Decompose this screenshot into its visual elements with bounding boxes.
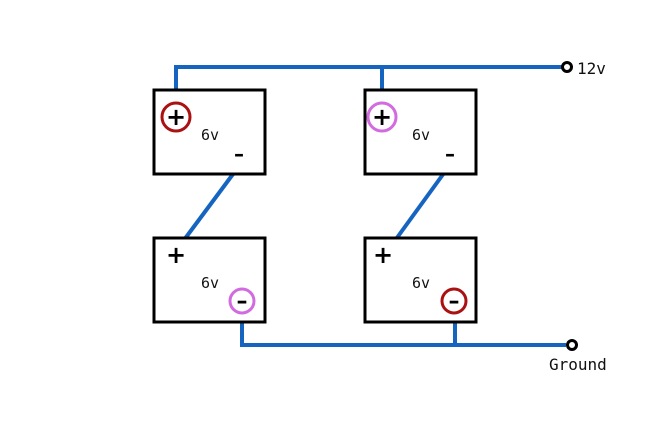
battery-bottom-right: + 6v [363, 236, 478, 324]
terminal-rings: + + – – [160, 101, 468, 315]
negative-terminal-ring [440, 287, 468, 315]
positive-output-terminal-dot [561, 61, 573, 73]
negative-terminal-sign: – [449, 289, 460, 314]
battery-voltage-label: 6v [412, 126, 430, 144]
positive-terminal-ring [366, 101, 398, 133]
series-link-right-wire [389, 160, 454, 248]
battery-voltage-label: 6v [201, 126, 219, 144]
battery-minus-sign: – [234, 142, 244, 166]
battery-plus-sign: + [166, 241, 186, 269]
positive-terminal-ring [160, 101, 192, 133]
battery-minus-sign: – [445, 142, 455, 166]
ground-terminal-dot [566, 339, 578, 351]
battery-voltage-label: 6v [412, 274, 430, 292]
positive-terminal-sign: + [166, 103, 186, 131]
negative-terminal-ring [228, 287, 256, 315]
series-link-left-wire [179, 160, 244, 246]
positive-terminal-sign: + [372, 103, 392, 131]
negative-terminal-sign: – [237, 289, 248, 314]
battery-voltage-label: 6v [201, 274, 219, 292]
ground-bus-wire [240, 314, 566, 347]
battery-plus-sign: + [373, 241, 393, 269]
positive-output-label: 12v [577, 59, 606, 78]
output-terminals: 12v Ground [549, 59, 607, 374]
ground-label: Ground [549, 355, 607, 374]
battery-outline [363, 236, 478, 324]
